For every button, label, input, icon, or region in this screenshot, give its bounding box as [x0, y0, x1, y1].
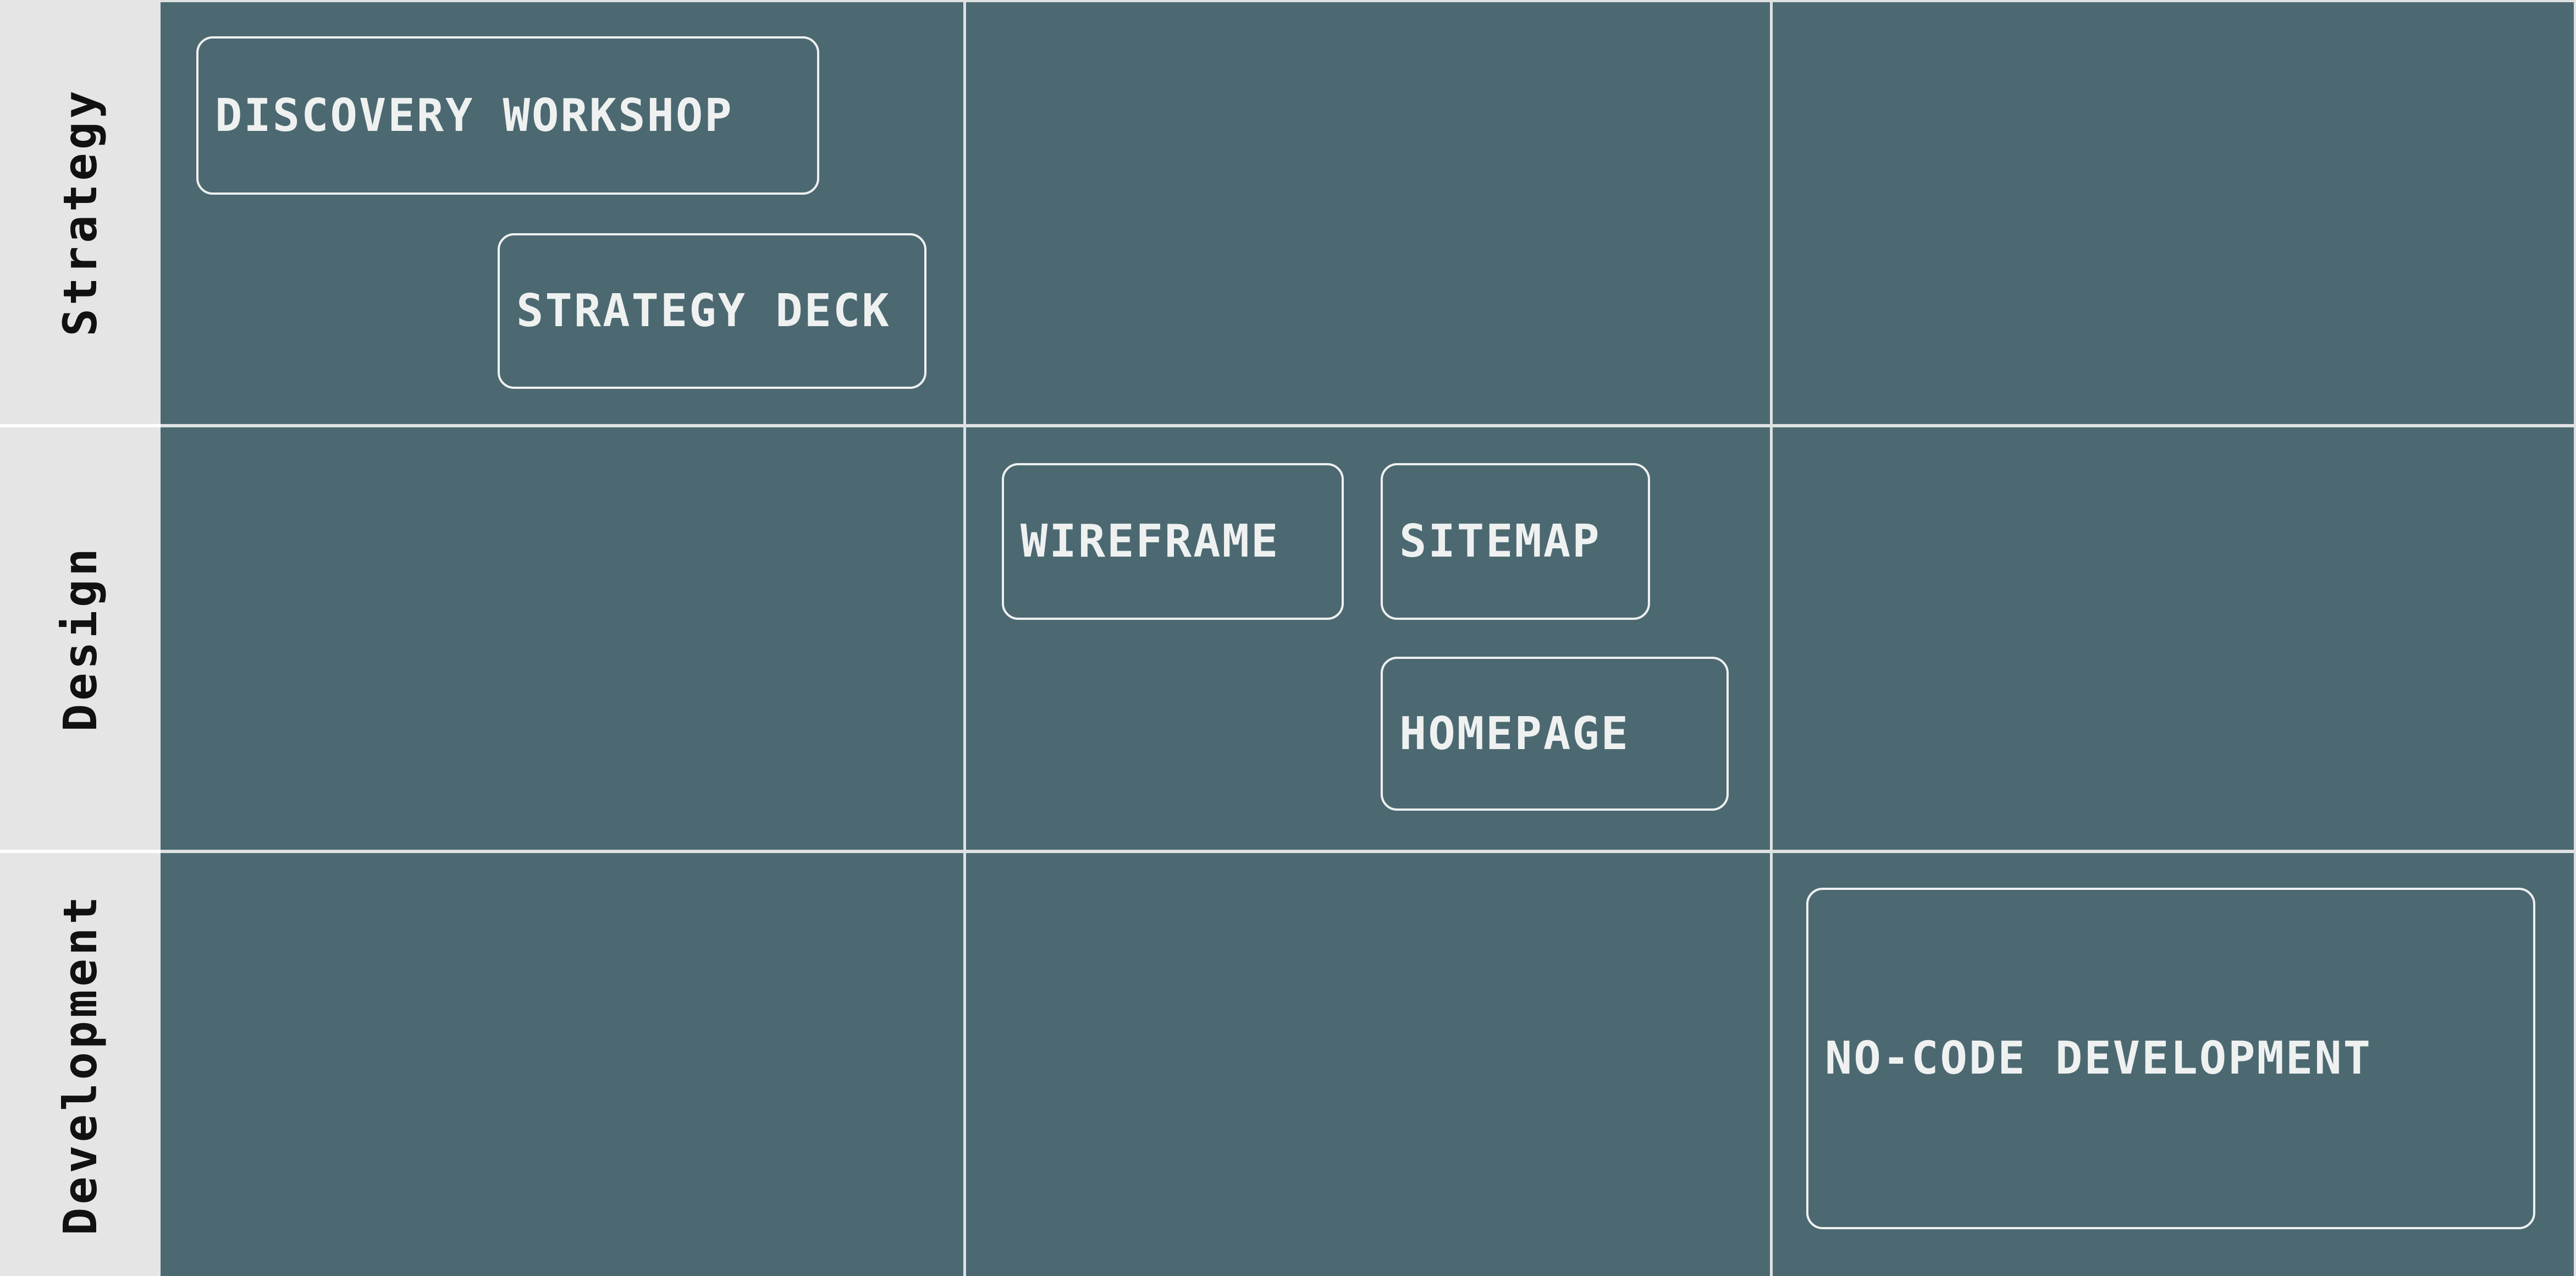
card-label: HOMEPAGE [1399, 707, 1630, 760]
grid-line-top [161, 0, 2576, 2]
card-sitemap[interactable]: SITEMAP [1381, 463, 1650, 620]
card-label: STRATEGY DECK [516, 285, 891, 337]
grid-line-right [2574, 0, 2576, 1276]
row-label-development: Development [53, 893, 107, 1236]
card-label: SITEMAP [1399, 515, 1601, 568]
row-header-design: Design [0, 427, 161, 850]
row-header-development: Development [0, 853, 161, 1276]
card-label: DISCOVERY WORKSHOP [215, 89, 733, 142]
card-label: NO-CODE DEVELOPMENT [1825, 1032, 2372, 1085]
grid-line-vertical-2 [1770, 0, 1773, 1276]
row-header-strategy: Strategy [0, 0, 161, 424]
row-label-strategy: Strategy [53, 87, 107, 337]
card-wireframe[interactable]: WIREFRAME [1002, 463, 1344, 620]
card-label: WIREFRAME [1021, 515, 1280, 568]
grid-line-horizontal-2 [161, 850, 2576, 853]
card-strategy-deck[interactable]: STRATEGY DECK [498, 233, 926, 389]
row-label-design: Design [53, 545, 107, 732]
row-divider [0, 424, 161, 427]
card-discovery-workshop[interactable]: DISCOVERY WORKSHOP [196, 36, 819, 195]
row-divider [0, 850, 161, 853]
grid-line-horizontal-1 [161, 424, 2576, 427]
card-homepage[interactable]: HOMEPAGE [1381, 657, 1729, 811]
grid-line-vertical-1 [963, 0, 966, 1276]
row-header-column: Strategy Design Development [0, 0, 161, 1276]
card-no-code-development[interactable]: NO-CODE DEVELOPMENT [1806, 888, 2535, 1229]
